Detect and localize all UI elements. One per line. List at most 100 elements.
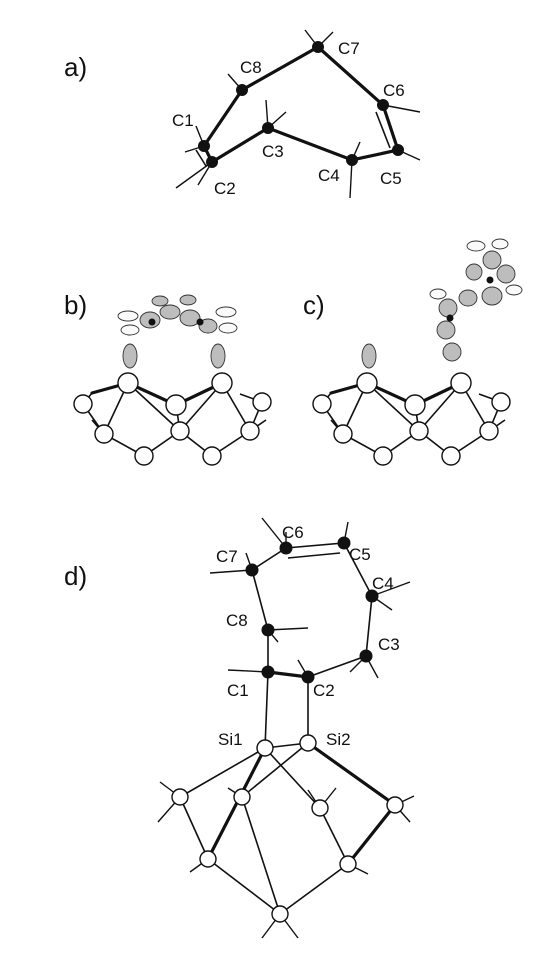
panel-d-atom-c5 xyxy=(337,536,351,550)
panel-c-orbital-lobe xyxy=(466,240,486,252)
panel-d-label-c6: C6 xyxy=(282,523,304,542)
panel-b-orbital-lobe xyxy=(218,322,238,334)
panel-c-surface-bonds xyxy=(329,381,463,407)
panel-c-orbital-lobe xyxy=(438,298,458,318)
panel-d-cluster-bonds xyxy=(179,742,349,915)
panel-c-atom xyxy=(404,394,426,416)
panel-b-atom xyxy=(252,392,272,412)
panel-d-atom-c8 xyxy=(261,623,275,637)
panel-d-ring-bonds xyxy=(251,542,373,678)
panel-d-si-atom xyxy=(171,788,189,806)
panel-d-si-atom xyxy=(311,799,329,817)
panel-d-atom-c7 xyxy=(245,563,259,577)
panel-c-orbital-lobe xyxy=(429,288,447,300)
panel-d-si-atom xyxy=(339,855,357,873)
panel-b-atom xyxy=(211,372,233,394)
panel-b-orbital-lobe xyxy=(215,306,237,318)
panel-b-orbital-lobe xyxy=(159,304,181,320)
panel-c-orbital-lobe xyxy=(436,320,456,340)
panel-b-orbital-lobe xyxy=(210,343,226,369)
panel-d-atom-c4 xyxy=(365,589,379,603)
panel-c-orbital-lobe xyxy=(482,250,502,270)
panel-a-label-c2: C2 xyxy=(214,179,236,198)
panel-c-orbital-lobe xyxy=(465,263,483,281)
panel-c-atom xyxy=(312,394,332,414)
panel-c-atom xyxy=(479,421,499,441)
panel-b-structure xyxy=(73,294,272,466)
panel-c-atom xyxy=(333,424,353,444)
panel-d-label-c5: C5 xyxy=(349,545,371,564)
panel-b-surface-bonds xyxy=(90,381,224,407)
panel-c-atom xyxy=(486,276,494,284)
panel-label-c: c) xyxy=(303,290,325,320)
panel-a-label-c6: C6 xyxy=(383,81,405,100)
panel-a-atom-c7 xyxy=(312,41,324,53)
panel-c-atom xyxy=(491,392,511,412)
panel-a-atom-c1 xyxy=(198,140,210,152)
panel-d-label-c3: C3 xyxy=(378,635,400,654)
panel-d-label-si2: Si2 xyxy=(326,730,351,749)
panel-c-orbital-lobe xyxy=(481,286,503,306)
panel-d-si-c-bonds xyxy=(264,671,309,749)
panel-c-orbital-lobe xyxy=(458,289,478,307)
panel-label-d: d) xyxy=(64,561,88,591)
panel-d-label-si1: Si1 xyxy=(218,730,243,749)
panel-b-orbital-lobe xyxy=(117,310,139,322)
panel-d-atom-c3 xyxy=(359,649,373,663)
panel-d-label-c4: C4 xyxy=(372,574,394,593)
panel-b-cluster-bonds xyxy=(82,382,267,457)
panel-c-orbital-lobe xyxy=(496,264,516,284)
panel-d-atom-c1 xyxy=(261,665,275,679)
panel-a-label-c7: C7 xyxy=(338,39,360,58)
panel-a-atom-c3 xyxy=(262,122,274,134)
panel-a-atom-c2 xyxy=(206,156,218,168)
panel-c-orbital-lobe xyxy=(505,284,523,296)
panel-d-si-atom xyxy=(199,850,217,868)
panel-a-atom-c6 xyxy=(377,99,389,111)
panel-a-label-c8: C8 xyxy=(240,58,262,77)
panel-b-atom xyxy=(202,446,222,466)
panel-a-double-bond-c1-c2 xyxy=(195,149,207,167)
panel-c-atom xyxy=(450,372,472,394)
panel-b-orbital-lobe xyxy=(179,294,197,306)
panel-a-atom-c8 xyxy=(236,84,248,96)
panel-b-atom xyxy=(240,421,260,441)
panel-d-atom-c6 xyxy=(279,541,293,555)
panel-b-orbital-lobe xyxy=(120,324,140,336)
panel-b-orbital-lobe xyxy=(151,295,169,307)
panel-b-atom xyxy=(134,446,154,466)
panel-a-double-bond-c5-c6 xyxy=(375,111,391,149)
panel-d-cluster-front-bonds xyxy=(206,741,397,866)
panel-label-b: b) xyxy=(64,290,88,320)
panel-a-label-c5: C5 xyxy=(380,169,402,188)
panel-d-label-c1: C1 xyxy=(227,681,249,700)
panel-b-orbital-lobe xyxy=(122,343,138,369)
panel-d-label-c2: C2 xyxy=(313,681,335,700)
panel-b-atom xyxy=(117,372,139,394)
panel-b-atom xyxy=(196,318,204,326)
panel-c-cluster-bonds xyxy=(321,382,506,457)
panel-c-orbital-lobe xyxy=(361,343,377,369)
panel-c-atom xyxy=(441,446,461,466)
panel-d-label-c8: C8 xyxy=(226,611,248,630)
panel-a-label-c3: C3 xyxy=(262,142,284,161)
panel-d-atom-si2 xyxy=(299,734,317,752)
panel-a-label-c1: C1 xyxy=(172,111,194,130)
panel-b-atom xyxy=(94,424,114,444)
panel-c-atom xyxy=(446,314,454,322)
panel-d-hydrogens xyxy=(157,517,415,939)
panel-d-atom-si1 xyxy=(256,739,274,757)
panel-b-atom xyxy=(148,318,156,326)
panel-b-orbital-lobe xyxy=(198,318,218,334)
panel-b-atom xyxy=(165,394,187,416)
panel-a-label-c4: C4 xyxy=(318,166,340,185)
panel-c-structure xyxy=(312,238,523,466)
panel-a-atom-c4 xyxy=(346,154,358,166)
panel-c-orbital-lobe xyxy=(491,238,509,250)
panel-c-orbital-lobe xyxy=(442,342,462,362)
panel-d-si-atom xyxy=(233,788,251,806)
panel-c-atom xyxy=(373,446,393,466)
panel-d-c1-c2-bond xyxy=(266,670,310,679)
panel-c-atom xyxy=(409,421,429,441)
